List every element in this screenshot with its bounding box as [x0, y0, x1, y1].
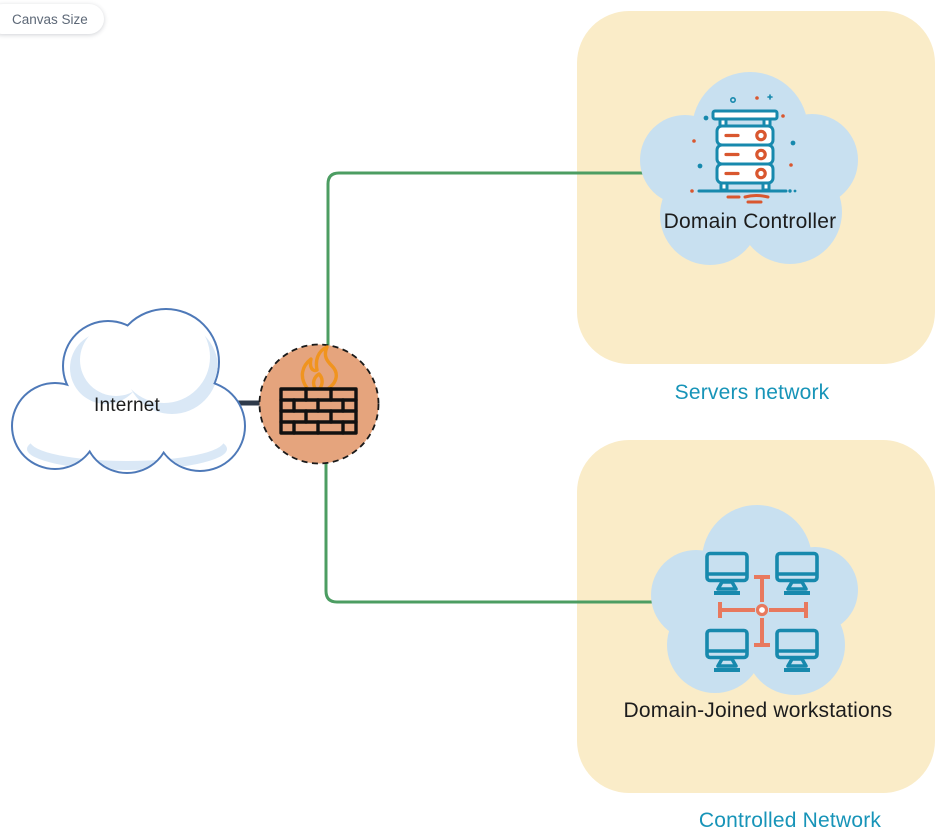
internet-label[interactable]: Internet	[93, 395, 161, 416]
canvas-size-label: Canvas Size	[12, 11, 88, 27]
firewall-node[interactable]	[258, 343, 380, 465]
workstations-node[interactable]	[651, 505, 858, 695]
connector-firewall-controlled[interactable]	[324, 456, 660, 604]
canvas-size-pill[interactable]: Canvas Size	[0, 4, 104, 34]
workstations-label[interactable]: Domain-Joined workstations	[623, 699, 893, 722]
domain-controller-label[interactable]: Domain Controller	[663, 210, 837, 233]
cloud-icon	[11, 308, 246, 474]
internet-node[interactable]	[11, 308, 246, 474]
connector-firewall-servers[interactable]	[326, 171, 650, 350]
workstation-network-icon	[705, 551, 819, 672]
firewall-brick-flame-icon	[279, 345, 358, 435]
server-rack-icon	[690, 94, 797, 204]
servers-network-caption[interactable]: Servers network	[674, 381, 830, 404]
domain-controller-node[interactable]	[640, 72, 858, 265]
controlled-network-caption[interactable]: Controlled Network	[698, 809, 882, 832]
